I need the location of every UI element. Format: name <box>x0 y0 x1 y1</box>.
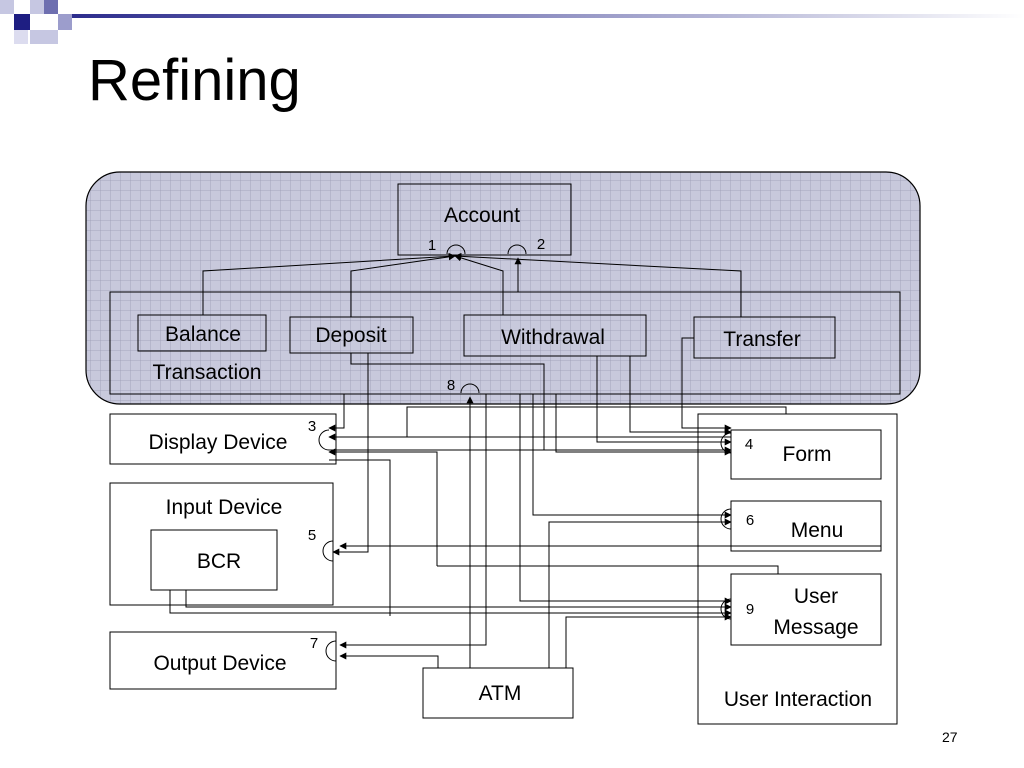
user-interaction-box <box>697 413 898 725</box>
interface-socket-5 <box>322 540 334 562</box>
input-device-box <box>109 482 334 606</box>
account-label: Account <box>444 204 520 227</box>
deco-square-light <box>30 0 44 14</box>
transaction-box <box>109 291 901 395</box>
interface-socket-1 <box>446 244 466 255</box>
interface-label-7: 7 <box>310 635 318 652</box>
menu-box <box>730 500 882 552</box>
deposit-label: Deposit <box>315 324 386 347</box>
atm-label: ATM <box>479 682 522 705</box>
bcr-box <box>150 529 278 591</box>
display-device-label: Display Device <box>149 431 288 454</box>
deco-square-light <box>44 30 58 44</box>
output-device-label: Output Device <box>153 652 286 675</box>
withdrawal-box <box>463 314 647 357</box>
interface-socket-3 <box>318 429 330 451</box>
interface-socket-8 <box>460 383 480 394</box>
header-decoration <box>0 0 1024 52</box>
deco-square-light <box>14 30 28 44</box>
interface-label-1: 1 <box>428 237 436 254</box>
interface-socket-6 <box>720 508 732 530</box>
interface-label-6: 6 <box>746 512 754 529</box>
bcr-label: BCR <box>197 550 241 573</box>
interface-label-2: 2 <box>537 236 545 253</box>
balance-box <box>137 314 267 352</box>
user-message-label-line2: Message <box>773 616 858 639</box>
page-number: 27 <box>942 729 958 745</box>
input-device-label: Input Device <box>166 496 283 519</box>
interface-label-4: 4 <box>745 436 753 453</box>
deco-square-light <box>0 0 14 14</box>
display-device-box <box>109 413 337 465</box>
menu-label: Menu <box>791 519 844 542</box>
interface-socket-9 <box>720 598 732 620</box>
withdrawal-label: Withdrawal <box>501 326 605 349</box>
transfer-label: Transfer <box>723 328 800 351</box>
generalization-edges <box>202 252 742 317</box>
balance-label: Balance <box>165 323 241 346</box>
user-interaction-label: User Interaction <box>724 688 872 711</box>
interface-label-3: 3 <box>308 418 316 435</box>
interface-label-8: 8 <box>447 377 455 394</box>
deco-square-light <box>30 30 44 44</box>
form-label: Form <box>783 443 832 466</box>
interface-socket-2 <box>507 244 527 255</box>
deco-square-dark <box>14 14 30 30</box>
user-message-label-line1: User <box>794 585 838 608</box>
dependency-edges <box>169 337 881 668</box>
interface-label-5: 5 <box>308 527 316 544</box>
deco-square-mid <box>44 0 58 14</box>
slide-title: Refining <box>88 48 301 113</box>
interface-label-9: 9 <box>746 601 754 618</box>
atm-box <box>422 667 574 719</box>
account-box <box>397 183 572 256</box>
deco-square-mid <box>58 14 72 30</box>
transaction-label: Transaction <box>153 361 262 384</box>
header-gradient-bar <box>60 14 1024 18</box>
interface-socket-7 <box>325 640 337 662</box>
